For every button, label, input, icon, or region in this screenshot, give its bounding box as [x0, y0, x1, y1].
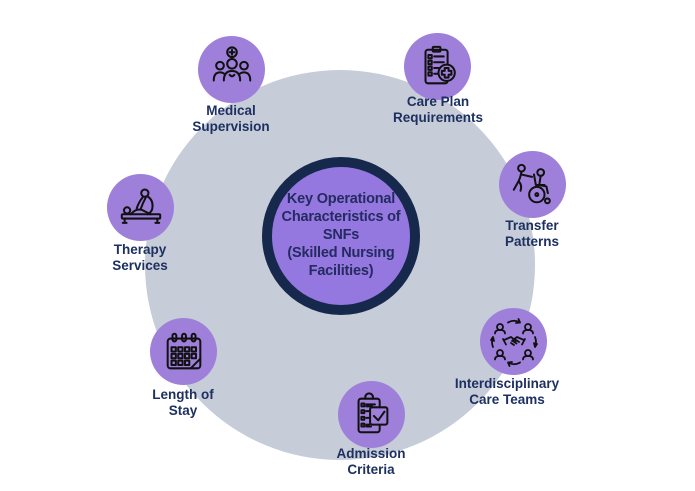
node-label-interdisciplinary-care-teams: Interdisciplinary Care Teams [454, 376, 560, 408]
node-therapy-services [107, 174, 174, 241]
node-label-length-of-stay: Length of Stay [152, 387, 214, 419]
calendar-icon [166, 332, 201, 369]
node-label-admission-criteria: Admission Criteria [336, 446, 406, 478]
massage-therapy-icon [120, 188, 161, 224]
node-medical-supervision [198, 36, 265, 103]
node-care-plan-requirements [404, 33, 471, 100]
medical-team-icon [212, 45, 251, 82]
node-label-therapy-services: Therapy Services [112, 242, 168, 274]
node-length-of-stay [150, 318, 217, 385]
node-label-care-plan-requirements: Care Plan Requirements [392, 94, 484, 126]
node-label-transfer-patterns: Transfer Patterns [504, 218, 560, 250]
team-handshake-icon [489, 317, 538, 367]
node-transfer-patterns [499, 151, 566, 218]
wheelchair-transfer-icon [512, 163, 551, 204]
center-circle: Key Operational Characteristics of SNFs … [262, 157, 420, 315]
center-title: Key Operational Characteristics of SNFs … [281, 191, 401, 279]
node-interdisciplinary-care-teams [480, 308, 547, 375]
checklist-clipboard-icon [357, 391, 388, 433]
node-label-medical-supervision: Medical Supervision [192, 103, 270, 135]
care-plan-clipboard-icon [424, 45, 456, 84]
node-admission-criteria [338, 381, 405, 448]
